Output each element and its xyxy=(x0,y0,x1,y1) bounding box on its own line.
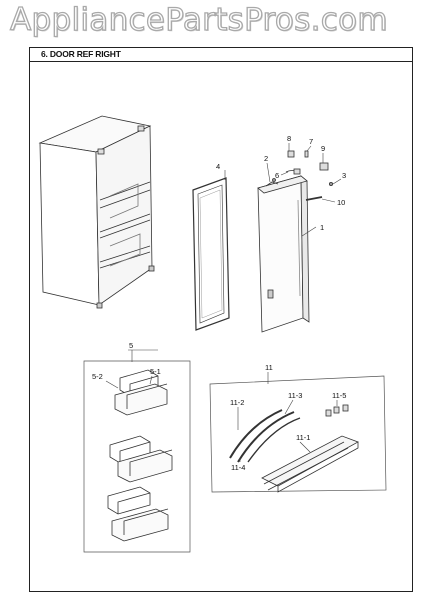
section-title: 6. DOOR REF RIGHT xyxy=(41,49,121,59)
door-bins-group xyxy=(83,360,191,553)
callout-11-3: 11-3 xyxy=(288,391,302,400)
callout-2: 2 xyxy=(264,154,268,163)
callout-11-1: 11-1 xyxy=(296,433,310,442)
diagram-frame xyxy=(29,47,413,592)
door-gasket xyxy=(192,177,230,331)
refrigerator-door xyxy=(257,175,310,333)
callout-4: 4 xyxy=(216,162,220,171)
callout-7: 7 xyxy=(309,137,313,146)
callout-5: 5 xyxy=(129,341,133,350)
refrigerator-cabinet xyxy=(38,115,155,309)
callout-1: 1 xyxy=(320,223,324,232)
callout-5-2: 5-2 xyxy=(92,372,103,381)
callout-11-5: 11-5 xyxy=(332,391,346,400)
callout-3: 3 xyxy=(342,171,346,180)
door-small-parts xyxy=(265,150,333,201)
callout-11-4: 11-4 xyxy=(231,463,245,472)
callout-11: 11 xyxy=(265,363,273,372)
callout-11-2: 11-2 xyxy=(230,398,244,407)
callout-8: 8 xyxy=(287,134,291,143)
site-watermark: AppliancePartsPros.com xyxy=(9,1,388,38)
callout-9: 9 xyxy=(321,144,325,153)
callout-6: 6 xyxy=(275,171,279,180)
section-header-bar xyxy=(29,47,413,62)
callout-10: 10 xyxy=(337,198,345,207)
callout-labels: 1 2 3 4 5 6 7 8 9 10 11 5-1 5-2 11-1 11-… xyxy=(92,134,346,472)
callout-5-1: 5-1 xyxy=(150,367,161,376)
door-guards-group xyxy=(209,375,387,493)
